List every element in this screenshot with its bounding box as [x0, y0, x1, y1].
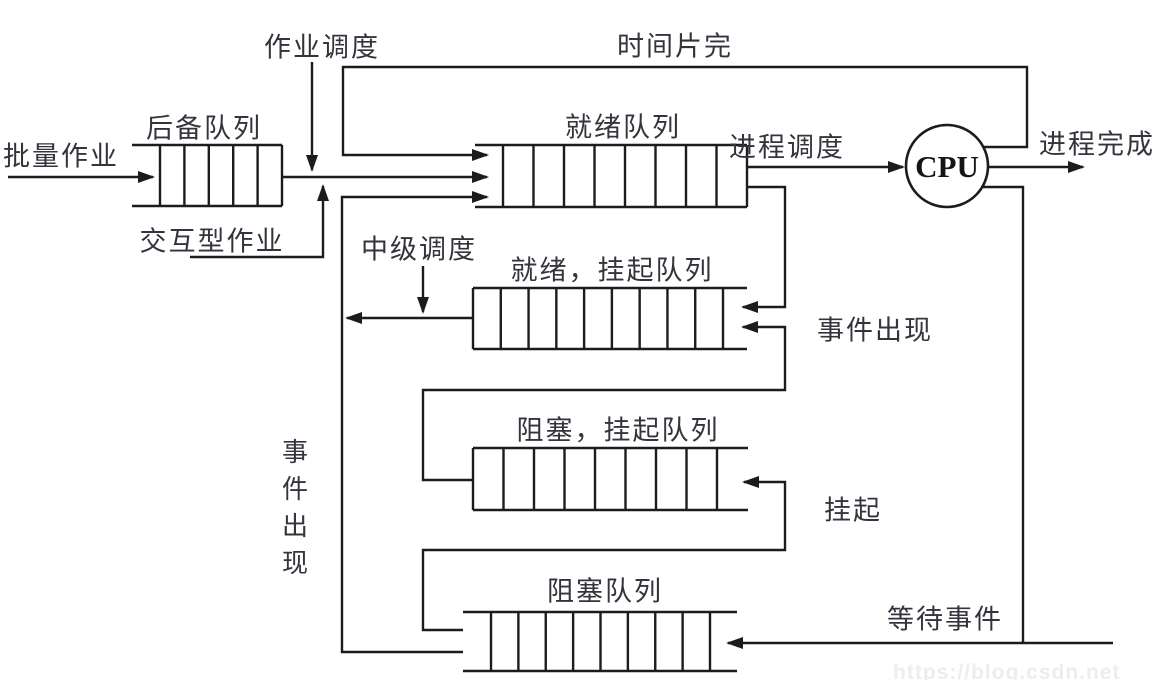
label-process-complete: 进程完成	[1039, 129, 1155, 160]
blocked-suspend-queue-cells	[471, 448, 719, 510]
cpu-circle	[904, 123, 990, 209]
time-slice-loop-arrow	[341, 65, 1029, 161]
blocked-suspend-queue-shape	[471, 446, 748, 512]
ready-suspend-queue-shape	[471, 286, 747, 351]
label-time-slice-end: 时间片完	[617, 31, 733, 62]
label-ready-suspend-queue: 就绪，挂起队列	[510, 255, 714, 286]
suspend-arrow	[421, 476, 787, 632]
label-job-scheduling: 作业调度	[264, 32, 380, 63]
backup-queue-cells	[158, 145, 284, 206]
label-interactive-jobs: 交互型作业	[139, 226, 285, 257]
label-blocked-queue: 阻塞队列	[547, 576, 663, 607]
label-cpu: CPU	[915, 149, 979, 184]
blocked-queue-cells	[489, 612, 712, 671]
label-batch-jobs: 批量作业	[3, 141, 119, 172]
event-occurs-bus-arrow	[340, 191, 489, 654]
ready-queue-cells	[501, 145, 749, 207]
cpu-wait-event-stub	[983, 185, 1025, 643]
blocked-suspend-to-ready-suspend-arrow	[421, 321, 787, 482]
label-wait-event: 等待事件	[887, 604, 1003, 635]
label-suspend: 挂起	[824, 495, 882, 526]
label-process-scheduling: 进程调度	[729, 132, 845, 163]
label-backup-queue: 后备队列	[146, 113, 262, 144]
ready-to-ready-suspend-arrow	[741, 185, 787, 313]
ready-suspend-queue-cells	[471, 288, 725, 349]
blocked-queue-shape	[463, 610, 737, 673]
label-intermediate-scheduling: 中级调度	[361, 234, 477, 265]
watermark: https://blog.csdn.net	[893, 661, 1121, 680]
label-ready-queue: 就绪队列	[565, 112, 681, 143]
backup-queue-shape	[132, 143, 284, 208]
ready-queue-shape	[475, 143, 749, 209]
interactive-jobs-arrow	[190, 184, 329, 259]
label-event-occurs-vertical: 事件出现	[278, 438, 308, 586]
label-blocked-suspend-queue: 阻塞，挂起队列	[516, 415, 720, 446]
label-event-occurs: 事件出现	[817, 315, 933, 346]
